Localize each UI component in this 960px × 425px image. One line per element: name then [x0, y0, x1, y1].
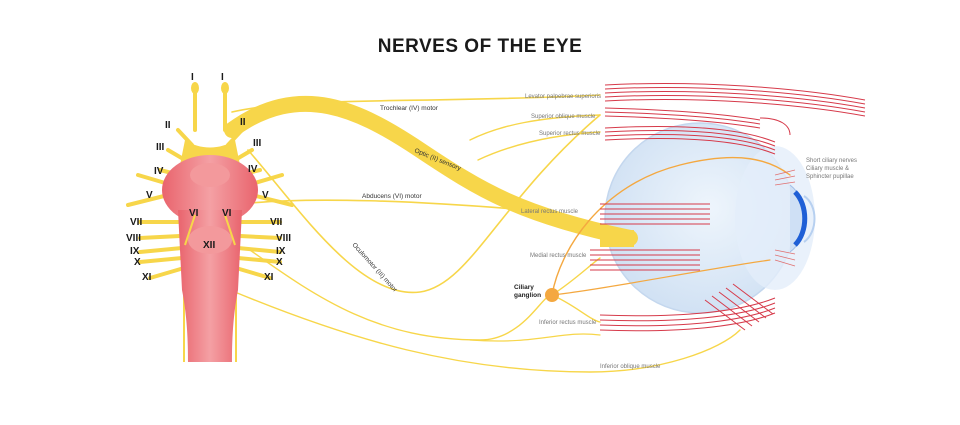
cn-left-3: IV — [154, 166, 164, 177]
abducens-label: Abducens (VI) motor — [362, 193, 422, 200]
ciliary-fibers — [774, 169, 796, 267]
inferior-rectus-label: Inferior rectus muscle — [539, 320, 597, 326]
ciliary-label-line-0: Short ciliary nerves — [806, 158, 857, 164]
abducens-nerve-path — [231, 199, 561, 214]
inferior-oblique-label: Inferior oblique muscle — [600, 364, 661, 370]
cn-inner-1: VI — [222, 208, 232, 219]
oculomotor-lower-path — [249, 249, 551, 341]
muscles — [590, 83, 866, 332]
oculomotor-label: Oculomotor (III) motor — [351, 242, 399, 295]
superior-oblique-muscle — [604, 107, 791, 136]
page-title: NERVES OF THE EYE — [377, 36, 583, 57]
ganglion-to-inferior — [551, 294, 601, 323]
cn-left-7: IX — [130, 246, 140, 257]
roman-numerals-left: I II III IV V VII VIII IX X XI — [126, 72, 194, 283]
cn-left-4: V — [146, 190, 153, 201]
cn-left-0: I — [191, 72, 194, 83]
cn-right-8: X — [276, 257, 283, 268]
cn-right-0: I — [221, 72, 224, 83]
levator-label: Levator palpebrae superioris — [525, 94, 601, 100]
superior-rectus-branch — [477, 131, 601, 161]
superior-rectus-muscle — [604, 126, 776, 155]
cn-right-4: V — [262, 190, 269, 201]
optic-nerve-end — [600, 230, 634, 247]
cn-left-8: X — [134, 257, 141, 268]
ganglion-label-line-0: Ciliary — [514, 284, 534, 291]
ganglion-short-ciliary — [551, 259, 771, 296]
levator-muscle — [604, 83, 866, 117]
cn-right-9: XI — [264, 272, 274, 283]
cn-left-9: XI — [142, 272, 152, 283]
medial-rectus-muscle — [590, 249, 700, 271]
cn-left-6: VIII — [126, 233, 141, 244]
lateral-rectus-muscle — [600, 203, 710, 225]
nerve-paths — [224, 94, 791, 373]
trochlear-nerve-path — [231, 94, 601, 113]
ciliary-label-line-2: Sphincter pupillae — [806, 174, 854, 180]
short-ciliary-label: Short ciliary nerves Ciliary muscle & Sp… — [806, 158, 857, 180]
eyeball — [604, 122, 815, 314]
oculomotor-nerve-path — [247, 114, 601, 294]
ciliary-ganglion-label: Ciliary ganglion — [514, 284, 541, 299]
cn-inner-0: VI — [189, 208, 199, 219]
cn-left-2: III — [156, 142, 165, 153]
muscle-labels: Levator palpebrae superioris Superior ob… — [521, 94, 661, 370]
ganglion-label-line-1: ganglion — [514, 292, 541, 299]
lateral-rectus-label: Lateral rectus muscle — [521, 209, 579, 215]
roman-numerals-inner: VI VI XII — [189, 208, 232, 251]
brainstem — [126, 82, 294, 362]
cn-left-5: VII — [130, 217, 142, 228]
cn-left-1: II — [165, 120, 171, 131]
roman-numerals-right: I II III IV V VII VIII IX X XI — [221, 72, 291, 283]
ciliary-ganglion-dot — [545, 288, 559, 302]
superior-oblique-label: Superior oblique muscle — [531, 114, 596, 120]
cn-right-7: IX — [276, 246, 286, 257]
cn-right-6: VIII — [276, 233, 291, 244]
inferior-oblique-muscle — [704, 283, 774, 331]
trochlear-label: Trochlear (IV) motor — [380, 105, 439, 112]
superior-oblique-branch — [469, 114, 601, 141]
cn-right-2: III — [253, 138, 262, 149]
medial-rectus-label: Medial rectus muscle — [530, 253, 587, 259]
ciliary-label-line-1: Ciliary muscle & — [806, 166, 849, 172]
cn-inner-2: XII — [203, 240, 215, 251]
cn-right-5: VII — [270, 217, 282, 228]
optic-nerve-path — [224, 95, 638, 246]
superior-rectus-label: Superior rectus muscle — [539, 131, 601, 137]
lower-loop-nerve — [469, 333, 601, 342]
inferior-oblique-nerve — [229, 289, 741, 373]
ganglion-up-loop — [551, 156, 791, 296]
cornea-iris — [789, 184, 816, 253]
cn-right-3: IV — [248, 164, 258, 175]
cn-right-1: II — [240, 117, 246, 128]
inferior-rectus-muscle — [599, 297, 776, 332]
